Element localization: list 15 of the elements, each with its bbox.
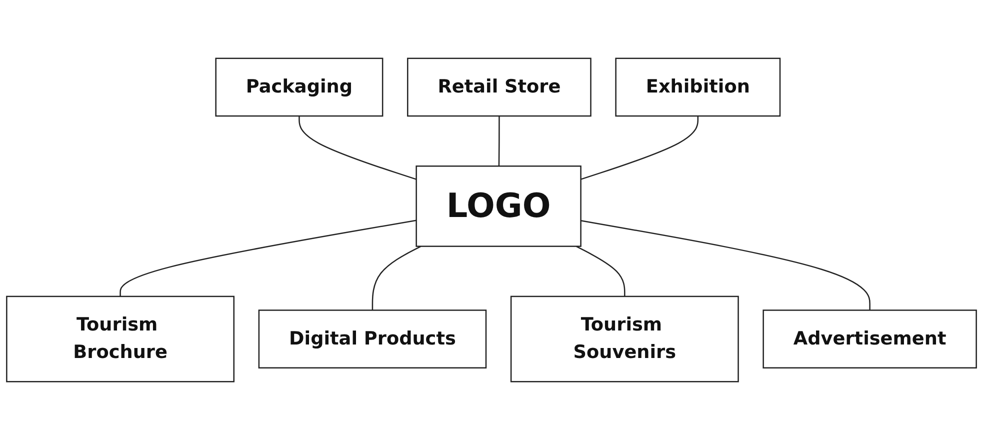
connector xyxy=(580,116,699,180)
connector xyxy=(576,246,626,296)
node-box: Advertisement xyxy=(762,310,977,368)
node-box: Digital Products xyxy=(258,310,487,368)
node-box: Packaging xyxy=(215,58,384,117)
connector xyxy=(372,246,422,310)
connector xyxy=(498,116,500,166)
connector xyxy=(298,116,417,180)
node-box: Tourism Souvenirs xyxy=(510,296,739,382)
node-box: Tourism Brochure xyxy=(6,296,235,382)
node-box: LOGO xyxy=(416,166,582,247)
node-box: Exhibition xyxy=(615,58,781,117)
node-box: Retail Store xyxy=(407,58,592,117)
connector xyxy=(120,220,416,296)
connector xyxy=(580,220,870,310)
